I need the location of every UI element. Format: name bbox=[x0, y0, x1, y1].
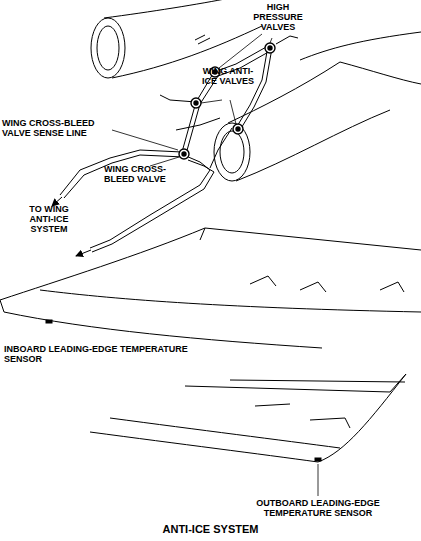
inboard-wing bbox=[0, 228, 421, 348]
part-label: TO WING ANTI-ICE SYSTEM bbox=[18, 204, 80, 234]
valve-symbol bbox=[179, 43, 275, 159]
part-label: WING ANTI-ICE VALVES bbox=[198, 66, 258, 86]
bleed-duct bbox=[60, 36, 298, 252]
part-label: INBOARD LEADING-EDGE TEMPERATURE SENSOR bbox=[4, 344, 194, 364]
part-label: HIGH PRESSURE VALVES bbox=[248, 2, 308, 32]
leader-line bbox=[112, 34, 318, 496]
figure-caption: ANTI-ICE SYSTEM bbox=[0, 523, 421, 535]
engine-nacelle bbox=[214, 32, 421, 181]
part-label: WING CROSS-BLEED VALVE bbox=[104, 164, 166, 184]
outboard-wing bbox=[90, 374, 406, 462]
part-label: WING CROSS-BLEED VALVE SENSE LINE bbox=[2, 118, 112, 138]
part-label: OUTBOARD LEADING-EDGE TEMPERATURE SENSOR bbox=[222, 498, 414, 518]
